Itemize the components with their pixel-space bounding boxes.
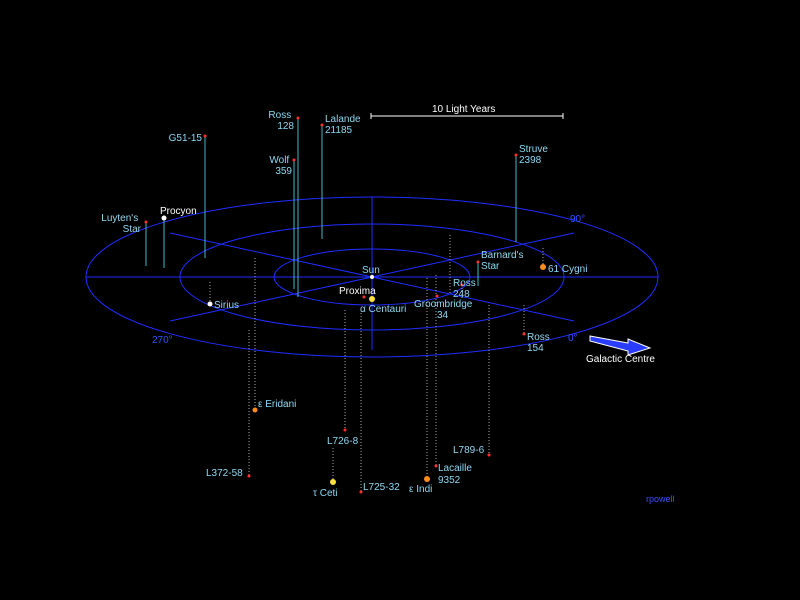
star-dots (144, 116, 546, 494)
degree-label-270: 270° (152, 335, 173, 346)
star-dot-lalande (320, 123, 324, 127)
star-dot-eps-eridani (252, 407, 258, 413)
arrow-icon (589, 335, 652, 356)
star-label-struve-2398: Struve 2398 (519, 144, 551, 166)
star-dot-l726-8 (343, 428, 347, 432)
star-dot-tau-ceti (330, 479, 336, 485)
star-dot-eps-indi (424, 476, 430, 482)
star-label-sun: Sun (362, 265, 380, 276)
star-label-lalande-21185: Lalande 21185 (325, 114, 363, 136)
star-dot-ross-248 (460, 283, 464, 287)
star-dot-sirius (207, 301, 213, 307)
star-label-ross-248: Ross 248 (453, 278, 479, 300)
star-dot-l372-58 (247, 474, 251, 478)
star-dot-proxima (362, 295, 366, 299)
degree-label-0: 0° (568, 333, 578, 344)
star-label-l372-58: L372-58 (206, 468, 243, 479)
star-dot-ross-128 (296, 116, 300, 120)
scale-bar: 10 Light Years (370, 104, 564, 119)
stems-below (209, 235, 544, 492)
galactic-centre-label: Galactic Centre (586, 354, 655, 365)
star-dot-barnard (476, 260, 480, 264)
stems-above (145, 118, 517, 297)
star-label-proxima: Proxima (339, 286, 376, 297)
star-label-61-cygni: 61 Cygni (548, 264, 587, 275)
star-labels: Ross 128 Lalande 21185 Wolf 359 G51-15 S… (101, 110, 587, 499)
star-label-groombridge-34: Groombridge 34 (414, 299, 475, 321)
star-label-procyon: Procyon (160, 206, 197, 217)
star-dot-ross-154 (522, 332, 526, 336)
star-dot-61-cygni (540, 264, 546, 270)
star-label-lacaille-9352: Lacaille 9352 (438, 463, 475, 486)
degree-label-90: 90° (570, 214, 585, 225)
star-label-sirius: Sirius (214, 300, 239, 311)
star-label-ross-154: Ross 154 (527, 332, 553, 354)
star-label-g51-15: G51-15 (169, 133, 203, 144)
star-label-eps-eridani: ε Eridani (258, 399, 296, 410)
star-dot-sun (370, 275, 374, 279)
star-dot-groombridge (435, 294, 439, 298)
star-label-tau-ceti: τ Ceti (313, 488, 338, 499)
star-label-eps-indi: ε Indi (409, 484, 432, 495)
star-dot-g51-15 (203, 134, 207, 138)
star-dot-l789-6 (487, 453, 491, 457)
star-dot-alpha-centauri (369, 296, 375, 302)
star-label-ross-128: Ross 128 (268, 110, 294, 132)
star-label-l789-6: L789-6 (453, 445, 485, 456)
star-label-wolf-359: Wolf 359 (269, 155, 292, 177)
star-label-l726-8: L726-8 (327, 436, 359, 447)
star-dot-wolf-359 (292, 158, 296, 162)
credit-label: rpowell (646, 494, 675, 504)
star-dot-procyon (161, 215, 167, 221)
star-label-alpha-centauri: α Centauri (360, 304, 406, 315)
star-dot-lacaille (434, 464, 438, 468)
star-dot-luyten (144, 220, 148, 224)
star-dot-l725-32 (359, 490, 363, 494)
star-label-barnards-star: Barnard's Star (481, 250, 526, 272)
star-dot-struve (514, 153, 518, 157)
scale-bar-label: 10 Light Years (432, 104, 495, 115)
galactic-centre-arrow: Galactic Centre (586, 335, 655, 365)
star-label-l725-32: L725-32 (363, 482, 400, 493)
star-label-luytens-star: Luyten's Star (101, 213, 141, 235)
